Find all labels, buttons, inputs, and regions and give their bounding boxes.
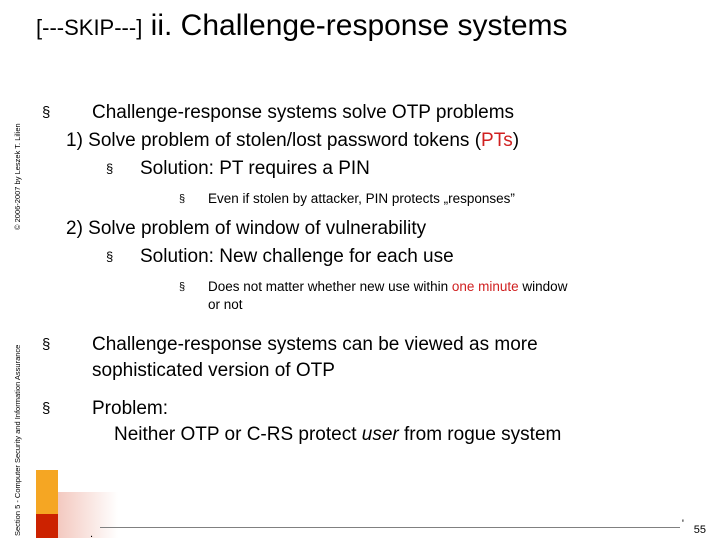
- numbered-item-2-subsub-post: window: [518, 279, 568, 294]
- numbered-item-1-sub-text: Solution: PT requires a PIN: [140, 158, 370, 179]
- decorative-square-red: [36, 514, 58, 538]
- section-label: Section 5 - Computer Security and Inform…: [13, 344, 22, 536]
- spacer: [36, 322, 720, 332]
- footer-tick: ': [681, 518, 684, 530]
- one-minute-highlight: one minute: [451, 279, 519, 294]
- decorative-square-orange-2: [36, 492, 58, 514]
- section-bullet-icon: §: [106, 161, 114, 176]
- pts-abbrev: PTs: [481, 130, 513, 151]
- slide-body: § Challenge-response systems solve OTP p…: [36, 100, 720, 450]
- skip-marker: [---SKIP---]: [36, 15, 143, 40]
- footer-dot: .: [90, 528, 94, 540]
- numbered-item-2-subsub: § Does not matter whether new use within…: [36, 278, 720, 314]
- bullet-item-3-line1: Problem:: [92, 398, 169, 419]
- spacer: [36, 386, 720, 396]
- numbered-item-1: 1) Solve problem of stolen/lost password…: [36, 128, 720, 154]
- numbered-item-2-lead: 2) Solve problem of window of vulnerabil…: [66, 218, 427, 239]
- section-bullet-icon: §: [42, 336, 51, 353]
- section-bullet-icon: §: [179, 281, 186, 293]
- title-line: [---SKIP---] ii. Challenge-response syst…: [36, 8, 676, 46]
- numbered-item-1-tail: ): [512, 130, 520, 151]
- footer-divider: [100, 527, 680, 528]
- bullet-item-3-line2-pre: Neither OTP or C-RS protect: [114, 424, 362, 445]
- bullet-item-3-line2: Neither OTP or C-RS protect user from ro…: [92, 422, 561, 448]
- section-bullet-icon: §: [42, 400, 51, 417]
- numbered-item-2-sub-text: Solution: New challenge for each use: [140, 246, 454, 267]
- numbered-item-1-subsub: § Even if stolen by attacker, PIN protec…: [36, 190, 720, 208]
- user-emphasis: user: [361, 424, 399, 445]
- numbered-item-2-sub: § Solution: New challenge for each use: [36, 244, 720, 270]
- bullet-item-2: § Challenge-response systems can be view…: [36, 332, 720, 384]
- title-text: ii. Challenge-response systems: [150, 9, 568, 42]
- numbered-item-1-sub: § Solution: PT requires a PIN: [36, 156, 720, 182]
- decorative-square-orange-1: [36, 470, 58, 492]
- numbered-item-2-subsub-pre: Does not matter whether new use within: [208, 279, 452, 294]
- slide-title: [---SKIP---] ii. Challenge-response syst…: [36, 8, 676, 46]
- section-bullet-icon: §: [179, 193, 186, 205]
- section-bullet-icon: §: [106, 249, 114, 264]
- bullet-item-3-line2-post: from rogue system: [398, 424, 562, 445]
- bullet-item-1-text: Challenge-response systems solve OTP pro…: [92, 102, 515, 123]
- section-bullet-icon: §: [42, 104, 51, 121]
- numbered-item-1-lead: 1) Solve problem of stolen/lost password…: [66, 130, 482, 151]
- bullet-item-1: § Challenge-response systems solve OTP p…: [36, 100, 720, 126]
- numbered-item-2-subsub-cont: or not: [208, 297, 243, 312]
- bullet-item-2-line1: Challenge-response systems can be viewed…: [92, 334, 538, 355]
- numbered-item-1-subsub-text: Even if stolen by attacker, PIN protects…: [208, 191, 515, 206]
- bullet-item-2-line2: sophisticated version of OTP: [92, 360, 335, 381]
- decorative-gradient: [58, 492, 118, 538]
- bullet-item-3: § Problem: Neither OTP or C-RS protect u…: [36, 396, 720, 448]
- page-number: 55: [693, 524, 706, 536]
- copyright-label: © 2006-2007 by Leszek T. Lilien: [13, 123, 22, 230]
- numbered-item-2: 2) Solve problem of window of vulnerabil…: [36, 216, 720, 242]
